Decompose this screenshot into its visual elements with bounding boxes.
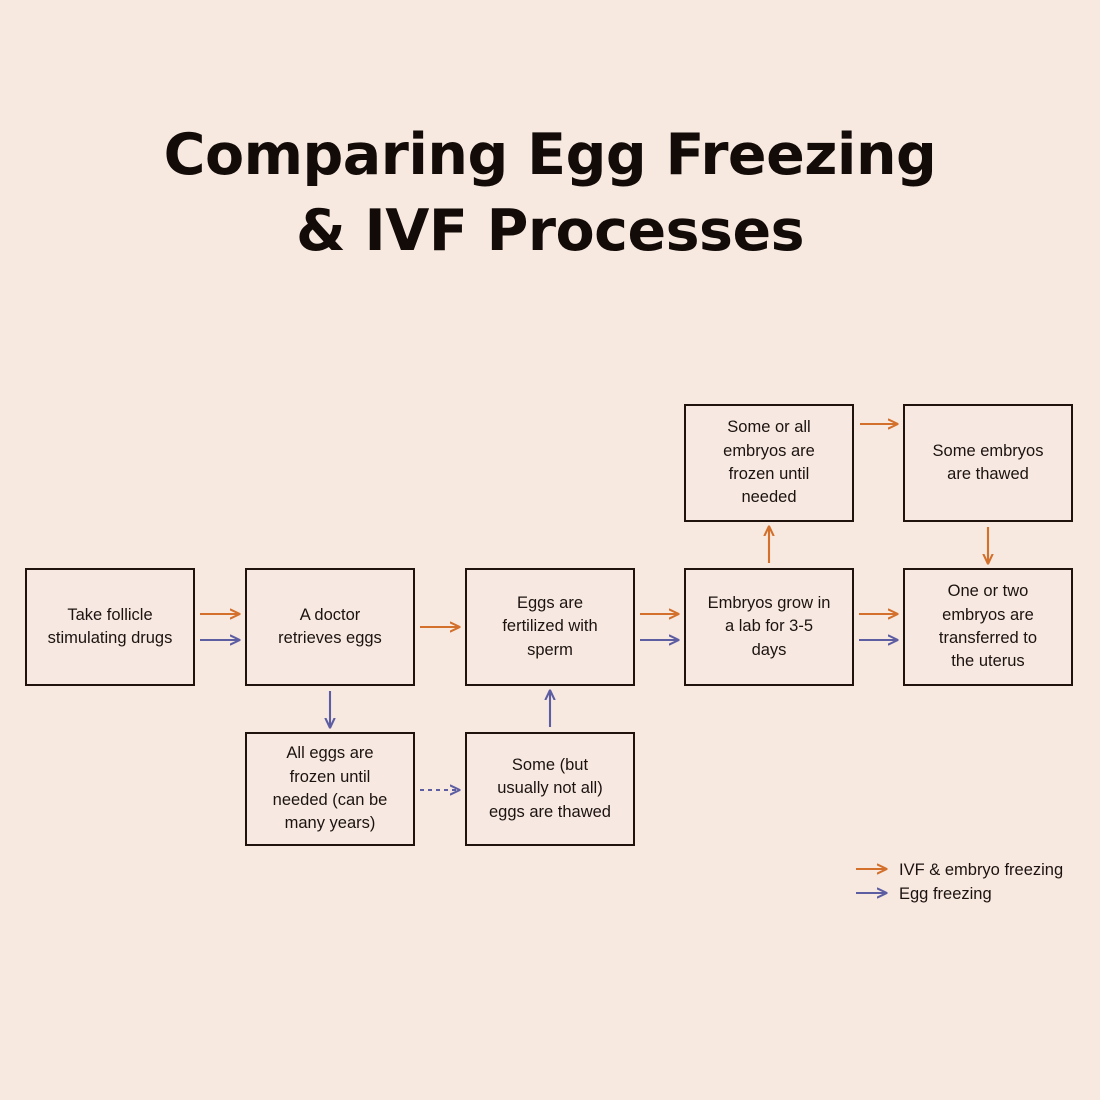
node-label: Embryos grow in a lab for 3-5 days [707, 593, 831, 659]
node-embryos-transferred-to-uterus[interactable]: One or two embryos are transferred to th… [903, 568, 1073, 686]
node-doctor-retrieves-eggs[interactable]: A doctor retrieves eggs [245, 568, 415, 686]
legend-arrow-icon-ivf [855, 863, 891, 877]
node-some-eggs-are-thawed[interactable]: Some (but usually not all) eggs are thaw… [465, 732, 635, 846]
node-label: Some (but usually not all) eggs are thaw… [488, 755, 611, 821]
legend-label-ivf: IVF & embryo freezing [899, 860, 1064, 879]
node-some-embryos-are-thawed[interactable]: Some embryos are thawed [903, 404, 1073, 522]
node-embryos-frozen-until-needed[interactable]: Some or all embryos are frozen until nee… [684, 404, 854, 522]
node-all-eggs-frozen-until-needed[interactable]: All eggs are frozen until needed (can be… [245, 732, 415, 846]
node-label: All eggs are frozen until needed (can be… [272, 744, 388, 833]
legend-item-egg-freezing: Egg freezing [855, 882, 1095, 906]
node-embryos-grow-in-lab[interactable]: Embryos grow in a lab for 3-5 days [684, 568, 854, 686]
node-eggs-fertilized-with-sperm[interactable]: Eggs are fertilized with sperm [465, 568, 635, 686]
node-label: One or two embryos are transferred to th… [938, 582, 1038, 671]
legend: IVF & embryo freezing Egg freezing [855, 858, 1095, 906]
legend-item-ivf-embryo-freezing: IVF & embryo freezing [855, 858, 1095, 882]
page-title: Comparing Egg Freezing & IVF Processes [163, 122, 937, 264]
legend-arrow-icon-egg [855, 887, 891, 901]
legend-label-egg: Egg freezing [899, 884, 992, 903]
node-label: A doctor retrieves eggs [278, 605, 382, 647]
node-label: Some or all embryos are frozen until nee… [723, 418, 815, 507]
node-take-follicle-stimulating-drugs[interactable]: Take follicle stimulating drugs [25, 568, 195, 686]
node-label: Some embryos are thawed [932, 441, 1044, 483]
node-label: Eggs are fertilized with sperm [502, 593, 598, 659]
node-label: Take follicle stimulating drugs [47, 605, 173, 647]
